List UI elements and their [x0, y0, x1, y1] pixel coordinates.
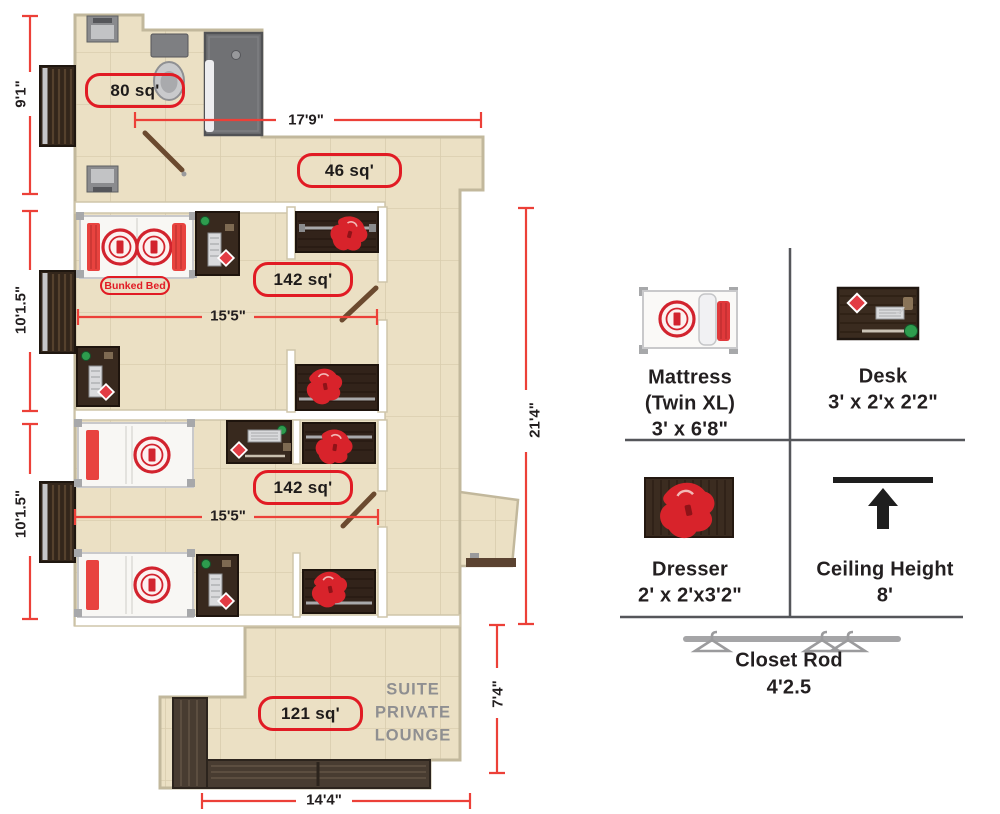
door-handle: [181, 171, 187, 177]
dim-lounge-height: 7'4": [489, 680, 507, 708]
legend-mattress-type: (Twin XL): [644, 392, 736, 415]
dim-lounge-width: 14'4": [306, 791, 342, 809]
dim-bedroom-top-width: 15'5": [210, 307, 246, 325]
desk-unit: [196, 554, 239, 617]
legend-dividers: [620, 248, 965, 619]
legend-dresser-icon: [644, 476, 734, 544]
legend-desk-icon: [836, 286, 920, 341]
door-swings: [142, 130, 379, 529]
area-label-bathroom: 80 sq': [85, 73, 185, 108]
lounge-name-line: SUITE: [386, 680, 440, 699]
closet-dresser: [302, 422, 376, 468]
desk-unit: [226, 420, 292, 464]
legend-ceiling-name: Ceiling Height: [816, 558, 954, 581]
shower: [203, 31, 264, 137]
legend-mattress-size: 3' x 6'8": [651, 418, 729, 441]
closet-dresser: [295, 211, 379, 257]
area-label-bedroom-bottom: 142 sq': [253, 470, 353, 505]
bathroom-fixtures: [86, 15, 264, 193]
desk-unit: [76, 346, 120, 407]
lounge-couch: [172, 697, 431, 789]
dim-bedroom-bottom-height: 10'1.5": [12, 489, 30, 539]
closet-dresser: [302, 567, 376, 614]
legend-ceiling-size: 8': [876, 584, 894, 607]
legend-desk-name: Desk: [858, 365, 908, 388]
lounge-name-line: PRIVATE: [374, 703, 452, 722]
dim-bathroom-height: 9'1": [12, 80, 30, 108]
dim-bedroom-top-height: 10'1.5": [12, 285, 30, 335]
dim-overall-height: 21'4": [526, 402, 544, 438]
bed-single: [74, 419, 195, 488]
area-label-lounge: 121 sq': [258, 696, 363, 731]
legend-closet-rod-name: Closet Rod: [735, 649, 843, 672]
bed-single: [74, 549, 195, 618]
dimension-lines: [22, 14, 534, 809]
legend-closet-rod-icon: [683, 630, 901, 653]
closet-dresser: [295, 364, 379, 411]
sink-vanity: [86, 165, 119, 193]
interior-walls: [74, 201, 461, 627]
legend-closet-rod-size: 4'2.5: [766, 676, 812, 699]
lounge-name-line: LOUNGE: [374, 726, 452, 745]
legend-dresser-size: 2' x 2'x3'2": [637, 584, 743, 607]
legend-mattress-name: Mattress: [648, 366, 732, 389]
wardrobe-closet: [39, 65, 76, 147]
legend-ceiling-height-icon: [833, 477, 933, 529]
wardrobe-closet: [39, 481, 76, 563]
sink-vanity: [86, 15, 119, 43]
legend-mattress-icon: [639, 287, 738, 354]
area-label-bedroom-top: 142 sq': [253, 262, 353, 297]
lounge-name: SUITE PRIVATE LOUNGE: [375, 679, 452, 748]
desk-unit: [195, 211, 240, 276]
dim-hall-width: 17'9": [288, 111, 324, 129]
area-label-hall: 46 sq': [297, 153, 402, 188]
legend-desk-size: 3' x 2'x 2'2": [828, 391, 938, 414]
wardrobe-closet: [39, 270, 76, 354]
entry-door: [466, 553, 516, 567]
bunked-bed: [76, 212, 197, 279]
dim-bedroom-bottom-width: 15'5": [210, 507, 246, 525]
legend-dresser-name: Dresser: [652, 558, 728, 581]
left-wardrobes: [39, 65, 76, 563]
bunked-bed-label: Bunked Bed: [100, 276, 170, 295]
